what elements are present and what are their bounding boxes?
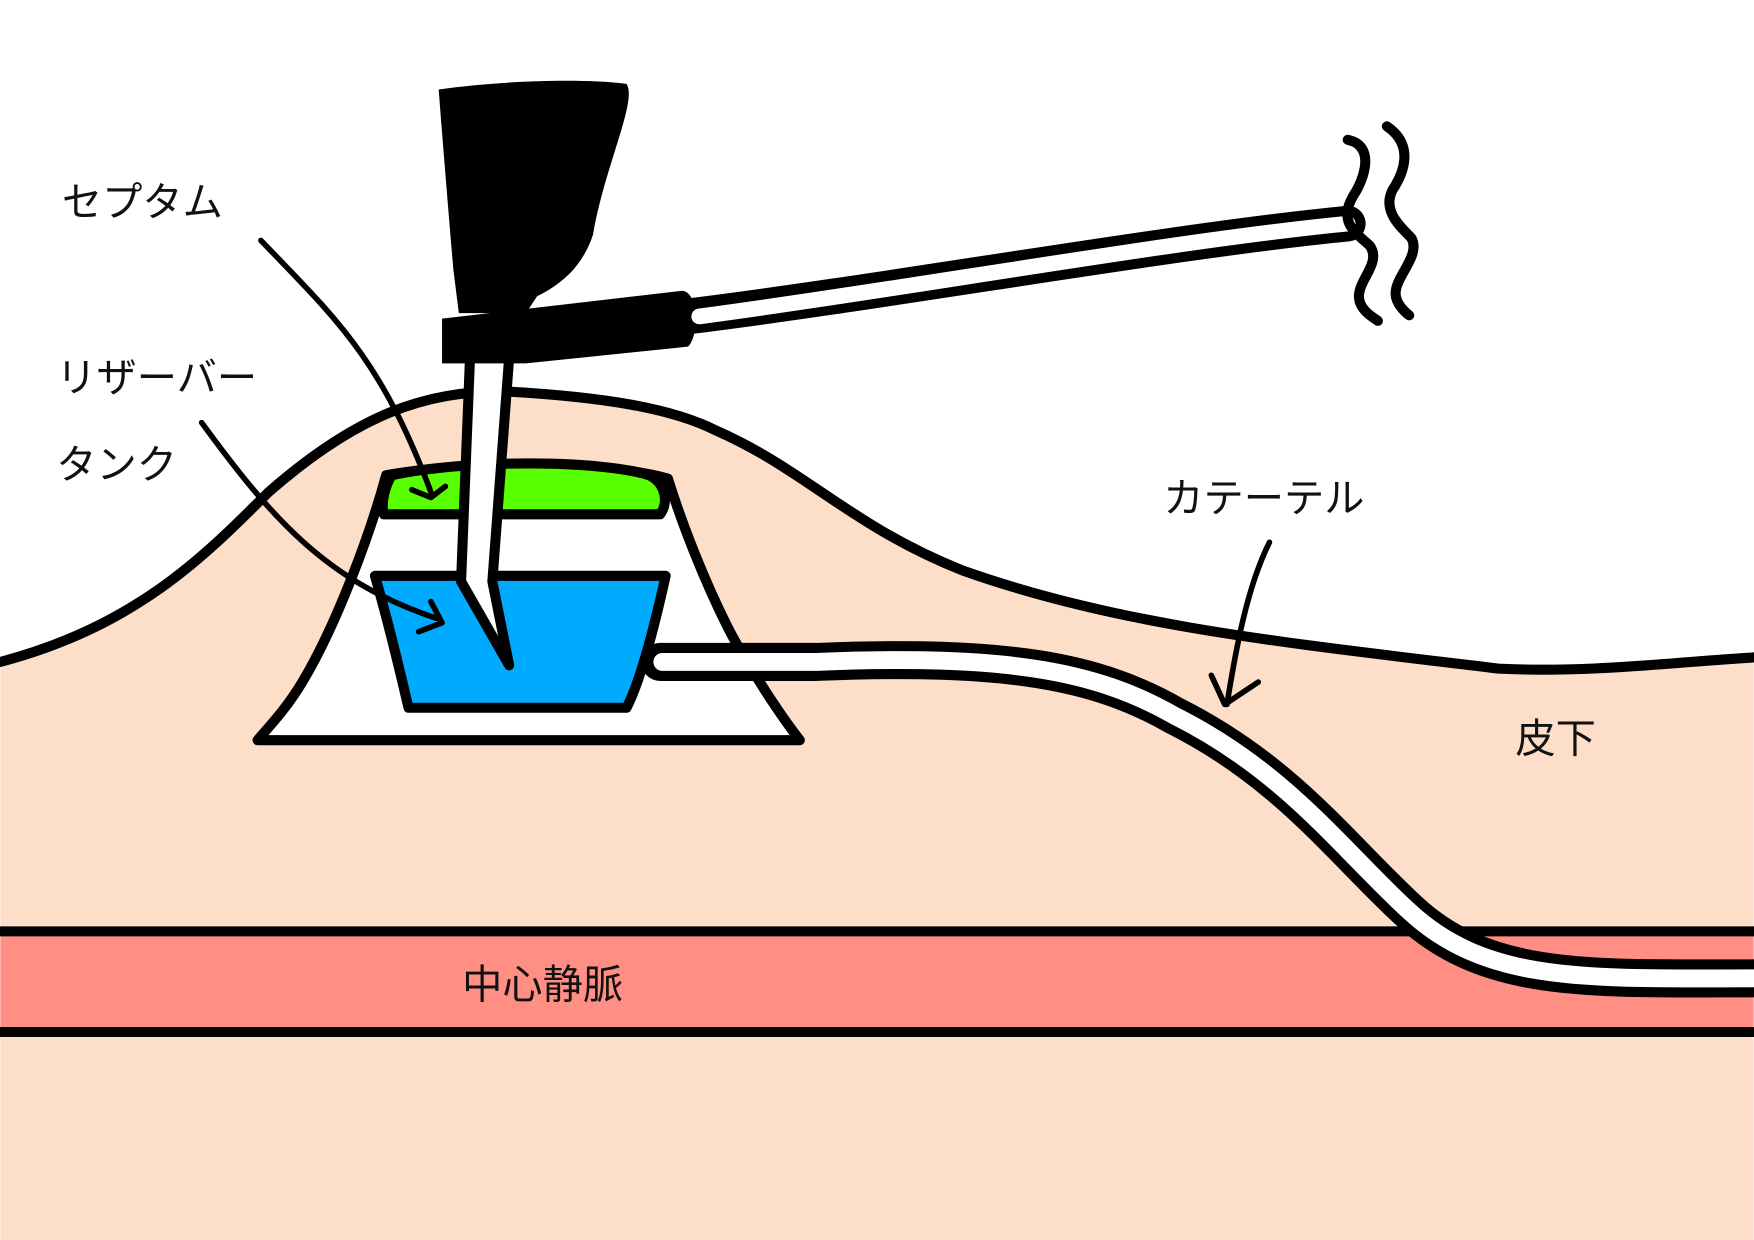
septum-pointer-arrow (258, 237, 434, 495)
septum-arrowhead (409, 483, 449, 501)
skin-area (0, 391, 1754, 1240)
septum-label: セプタム (62, 180, 223, 226)
reservoir-arrowhead (415, 598, 445, 635)
needle-hub (438, 80, 629, 314)
break-mark-icon (1381, 121, 1419, 321)
break-mark-icon (1342, 134, 1383, 326)
central-vein-label: 中心静脈 (462, 962, 623, 1008)
subcutaneous-label: 皮下 (1515, 716, 1596, 762)
reservoir-label-line2: タンク (56, 443, 177, 489)
needle-wing (442, 290, 696, 364)
catheter-arrowhead (1208, 672, 1262, 708)
catheter-pointer-arrow (1224, 539, 1273, 708)
catheter-label: カテーテル (1163, 476, 1364, 522)
reservoir-label-line1: リザーバー (56, 355, 257, 401)
skin-surface-line (0, 386, 1754, 675)
reservoir-pointer-arrow (198, 419, 440, 622)
catheter-lumen (653, 651, 1754, 988)
reservoir-tank (369, 570, 671, 713)
extension-tube-lumen (691, 215, 1356, 325)
